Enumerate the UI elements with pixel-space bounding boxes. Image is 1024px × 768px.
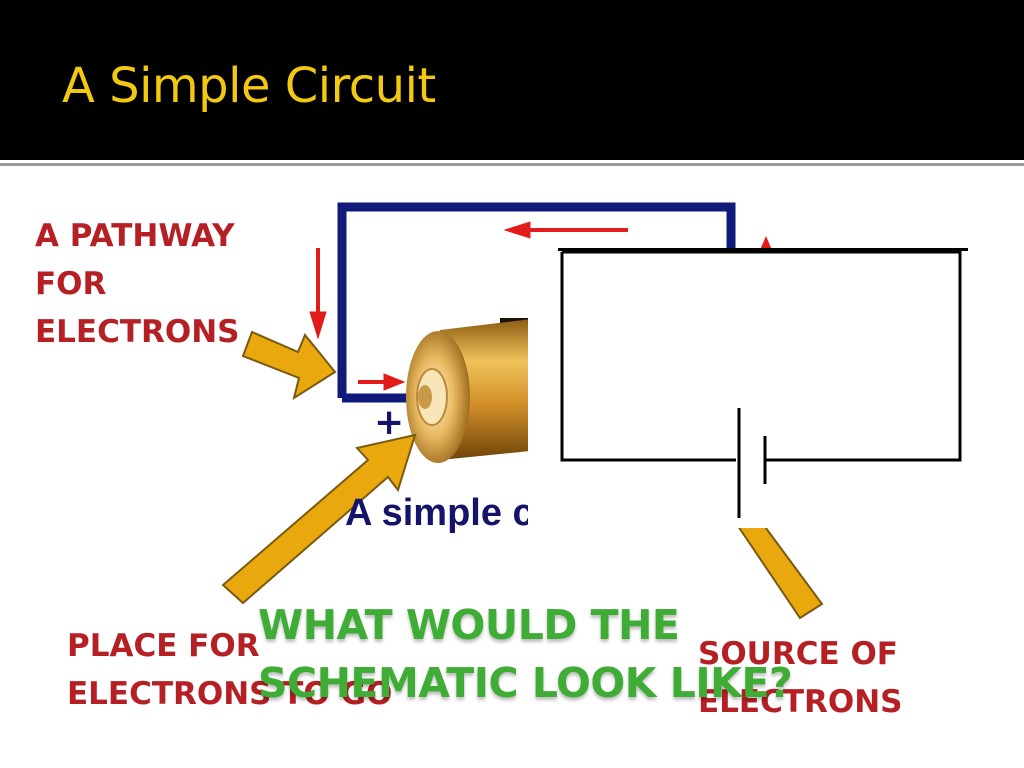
label-place-line2: ELECTRONS TO GO xyxy=(67,676,393,712)
slide-title: A Simple Circuit xyxy=(62,58,436,114)
battery xyxy=(406,318,540,463)
slide-header xyxy=(0,0,1024,160)
pointer-arrow-pathway xyxy=(241,330,337,401)
label-pathway-line3: ELECTRONS xyxy=(35,314,240,350)
schematic-wire xyxy=(560,250,962,462)
circuit-wire xyxy=(337,202,736,398)
label-place-line1: PLACE FOR xyxy=(67,628,260,664)
label-pathway: A PATHWAY FOR ELECTRONS xyxy=(35,212,240,356)
schematic-question: WHAT WOULD THE SCHEMATIC LOOK LIKE? xyxy=(258,596,793,712)
label-source-line1: SOURCE OF xyxy=(698,636,898,672)
label-pathway-line2: FOR xyxy=(35,266,107,302)
current-arrow-top xyxy=(503,221,628,239)
current-arrow-right xyxy=(760,236,772,250)
header-divider xyxy=(0,163,1024,166)
plus-sign: + xyxy=(374,402,405,443)
question-line2: SCHEMATIC LOOK LIKE? xyxy=(258,659,793,707)
label-place: PLACE FOR ELECTRONS TO GO xyxy=(67,622,392,718)
label-source: SOURCE OF ELECTRONS xyxy=(698,630,903,726)
pointer-arrow-place xyxy=(221,433,417,605)
current-arrow-left xyxy=(309,248,327,340)
schematic-overlay xyxy=(528,248,968,528)
question-line1: WHAT WOULD THE xyxy=(258,601,680,649)
current-arrow-bottom xyxy=(358,373,406,391)
label-pathway-line1: A PATHWAY xyxy=(35,218,235,254)
label-source-line2: ELECTRONS xyxy=(698,684,903,720)
